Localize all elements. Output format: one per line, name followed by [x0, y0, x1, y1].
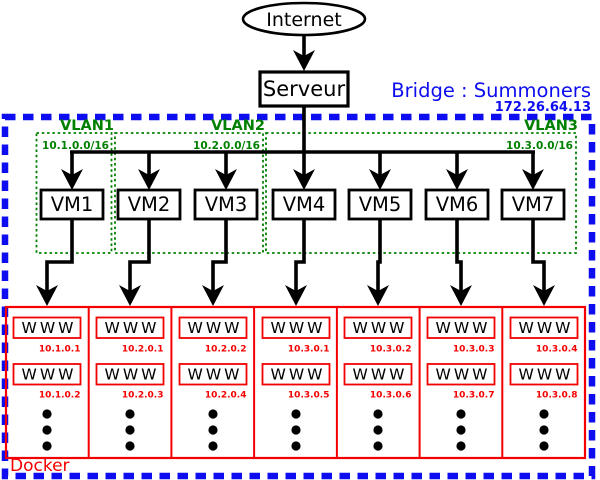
- vm4-label: VM4: [283, 193, 326, 216]
- docker-column-2: WWW 10.2.0.1 WWW 10.2.0.3: [95, 316, 165, 451]
- container-ip: 10.2.0.2: [205, 345, 247, 355]
- docker-label: Docker: [10, 456, 70, 476]
- server-label: Serveur: [263, 77, 346, 101]
- container-ip: 10.3.0.3: [453, 345, 495, 355]
- arrow-bus-to-vm1: [61, 152, 83, 190]
- vlan3-box: [265, 132, 577, 254]
- internet-node: Internet: [241, 1, 367, 37]
- container-label: WWW: [519, 366, 574, 384]
- docker-column-5: WWW 10.3.0.2 WWW 10.3.0.6: [343, 316, 413, 451]
- arrow-bus-to-vm2: [138, 152, 160, 190]
- arrow-bus-to-vm7: [522, 152, 544, 190]
- docker-column-dividers: [87, 307, 504, 458]
- vm6-label: VM6: [436, 193, 479, 216]
- vm7-label: VM7: [512, 193, 555, 216]
- container-ip: 10.2.0.3: [122, 391, 164, 401]
- internet-label: Internet: [266, 9, 341, 31]
- arrow-vm3-to-docker: [202, 219, 228, 306]
- container-label: WWW: [271, 366, 326, 384]
- container-ip: 10.3.0.7: [453, 391, 495, 401]
- ellipsis-dots: [208, 409, 218, 451]
- ellipsis-dots: [373, 409, 383, 451]
- container-ip: 10.2.0.1: [122, 345, 164, 355]
- container-label: WWW: [436, 366, 491, 384]
- ellipsis-dots: [42, 409, 52, 451]
- docker-host-box: [4, 305, 587, 460]
- container-ip: 10.3.0.2: [370, 345, 412, 355]
- vm3-label: VM3: [205, 193, 248, 216]
- vm-node-5: VM5: [347, 188, 413, 221]
- docker-column-7: WWW 10.3.0.4 WWW 10.3.0.8: [509, 316, 579, 451]
- docker-column-4: WWW 10.3.0.1 WWW 10.3.0.5: [261, 316, 331, 451]
- vlan2-box: [114, 132, 264, 254]
- container-ip: 10.3.0.1: [288, 345, 330, 355]
- server-node: Serveur: [258, 70, 350, 108]
- docker-column-1: WWW 10.1.0.1 WWW 10.1.0.2: [12, 316, 82, 451]
- arrow-bus-to-vm5: [369, 152, 391, 190]
- vlan1-zone: VLAN1 10.1.0.0/16: [35, 118, 114, 254]
- container-ip: 10.1.0.2: [39, 391, 81, 401]
- vlan1-subnet: 10.1.0.0/16: [42, 140, 109, 152]
- container-label: WWW: [188, 319, 243, 337]
- container-label: WWW: [271, 319, 326, 337]
- vm-node-3: VM3: [193, 188, 259, 221]
- vlan2-label: VLAN2: [211, 118, 265, 134]
- container-ip: 10.2.0.4: [205, 391, 247, 401]
- vlan1-box: [35, 132, 113, 254]
- container-ip: 10.3.0.4: [536, 345, 578, 355]
- arrow-vm4-to-docker: [285, 219, 307, 306]
- container-label: WWW: [105, 319, 160, 337]
- bridge-title: Bridge : Summoners: [391, 79, 591, 102]
- bridge-boundary-box: [1, 113, 596, 480]
- vlan2-zone: VLAN2 10.2.0.0/16: [114, 118, 265, 254]
- container-label: WWW: [188, 366, 243, 384]
- arrow-vm5-to-docker: [367, 219, 389, 306]
- vm-node-4: VM4: [271, 188, 337, 221]
- vm1-label: VM1: [51, 193, 94, 216]
- container-label: WWW: [519, 319, 574, 337]
- container-ip: 10.1.0.1: [39, 345, 81, 355]
- network-bus-line: [70, 106, 535, 154]
- container-ip: 10.3.0.5: [288, 391, 330, 401]
- container-label: WWW: [436, 319, 491, 337]
- vm-node-1: VM1: [39, 188, 105, 221]
- vlan1-label: VLAN1: [60, 118, 114, 134]
- arrow-bus-to-vm6: [446, 152, 468, 190]
- docker-column-3: WWW 10.2.0.2 WWW 10.2.0.4: [178, 316, 248, 451]
- container-ip: 10.3.0.8: [536, 391, 578, 401]
- arrow-vm7-to-docker: [531, 219, 555, 306]
- vm5-label: VM5: [359, 193, 402, 216]
- container-ip: 10.3.0.6: [370, 391, 412, 401]
- vm2-label: VM2: [128, 193, 171, 216]
- container-label: WWW: [353, 366, 408, 384]
- vlan3-subnet: 10.3.0.0/16: [506, 140, 573, 152]
- arrow-bus-to-vm4: [293, 152, 315, 190]
- ellipsis-dots: [539, 409, 549, 451]
- container-label: WWW: [22, 319, 77, 337]
- vm-node-6: VM6: [424, 188, 490, 221]
- vlan3-zone: VLAN3 10.3.0.0/16: [265, 118, 578, 254]
- container-label: WWW: [353, 319, 408, 337]
- arrow-vm6-to-docker: [450, 219, 472, 306]
- arrow-vm1-to-docker: [36, 219, 74, 306]
- ellipsis-dots: [456, 409, 466, 451]
- vlan2-subnet: 10.2.0.0/16: [193, 140, 260, 152]
- docker-column-6: WWW 10.3.0.3 WWW 10.3.0.7: [426, 316, 496, 451]
- arrow-internet-to-server: [293, 35, 315, 71]
- server-box: [258, 70, 350, 108]
- arrow-bus-to-vm3: [215, 152, 237, 190]
- arrow-vm2-to-docker: [119, 219, 151, 306]
- container-label: WWW: [22, 366, 77, 384]
- vm-node-7: VM7: [500, 188, 566, 221]
- container-label: WWW: [105, 366, 160, 384]
- bridge-ip: 172.26.64.13: [495, 100, 591, 115]
- ellipsis-dots: [291, 409, 301, 451]
- vlan3-label: VLAN3: [524, 118, 578, 134]
- vm-node-2: VM2: [116, 188, 182, 221]
- ellipsis-dots: [125, 409, 135, 451]
